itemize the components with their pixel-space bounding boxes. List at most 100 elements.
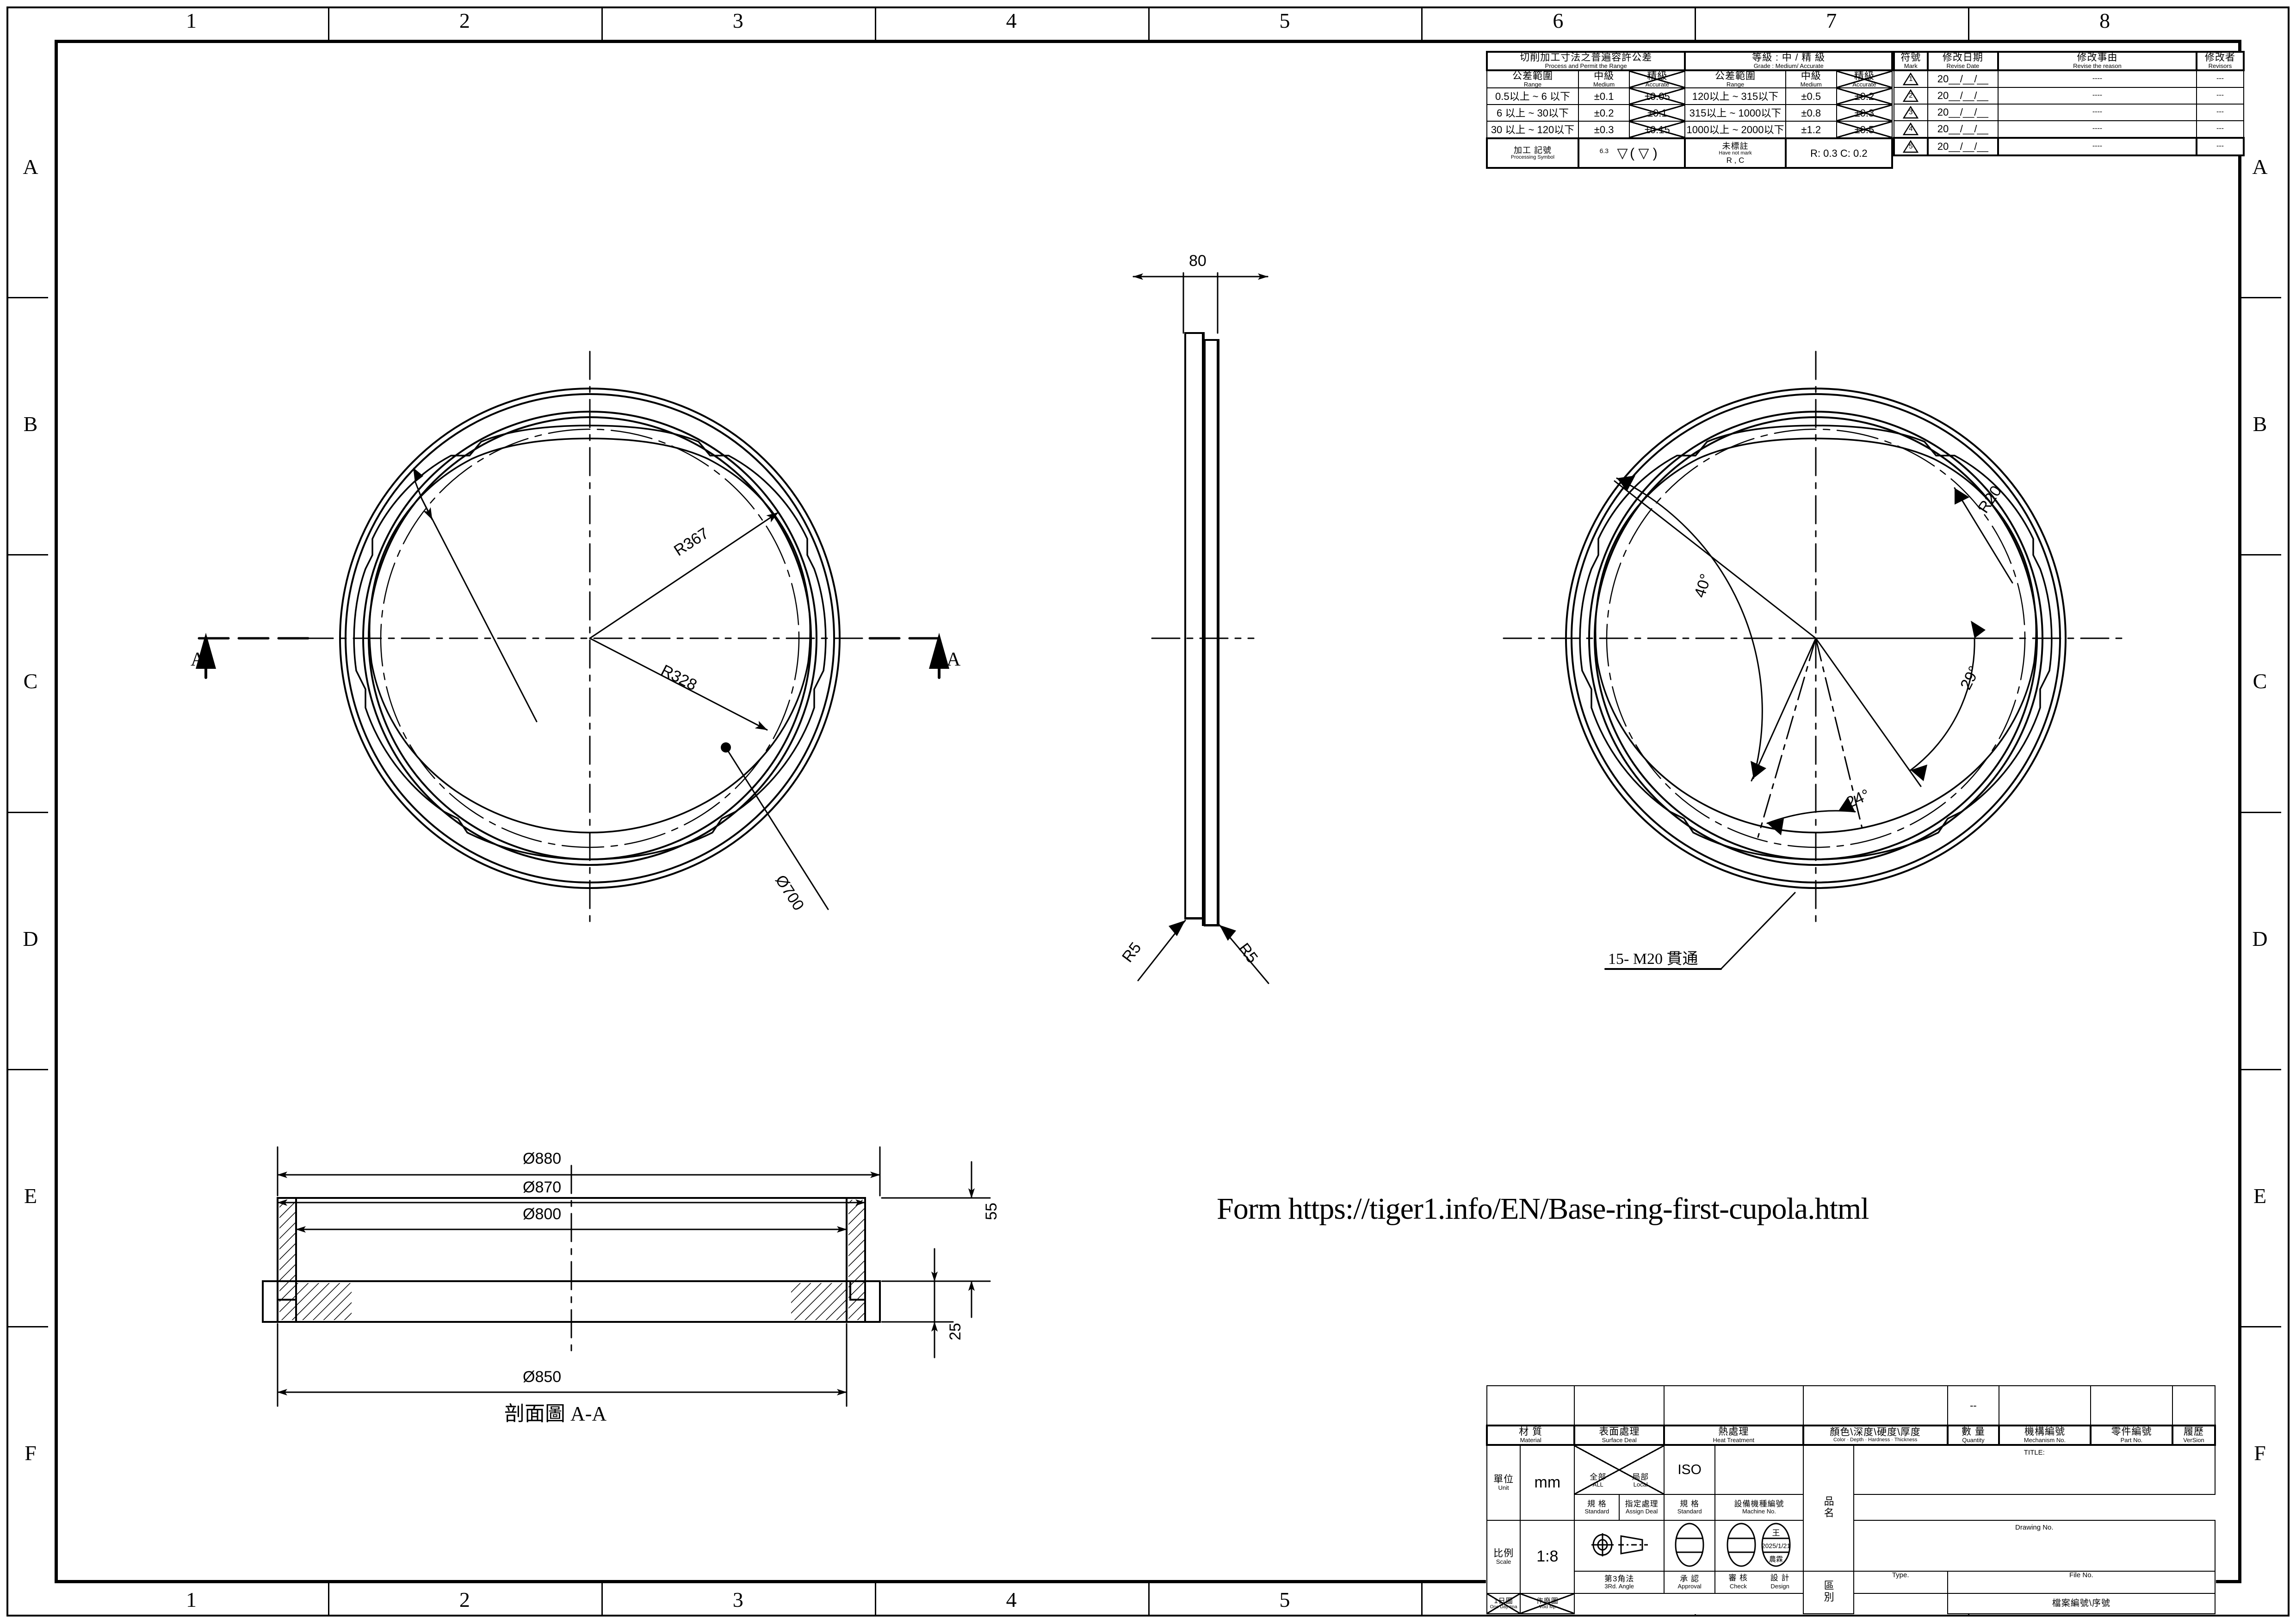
- tol-hdr-acc-en-r: Accurate: [1852, 80, 1876, 88]
- rev-reason-2: ----: [1998, 103, 2197, 121]
- tb-surface-en: Surface Deal: [1602, 1437, 1637, 1444]
- section-mark-label-right: A: [947, 649, 961, 670]
- rev-revisor-3: ---: [2196, 120, 2245, 138]
- rev-hdr-reason-cn: 修改事由: [2077, 52, 2118, 63]
- zone-tick-col: [1148, 1583, 1150, 1617]
- rev-reason-4: ----: [1997, 136, 2197, 156]
- zone-tick-col: [601, 6, 603, 40]
- zone-tick-col: [1695, 6, 1696, 40]
- tb-third-angle-cn: 第3角法: [1604, 1574, 1634, 1584]
- revision-table: 符號 Mark 修改日期 Revise Date 修改事由 Revise the…: [1893, 51, 2245, 156]
- rev-hdr-revisor-cn: 修改者: [2204, 52, 2235, 63]
- tb-standard2-cn: 規 格: [1680, 1500, 1700, 1509]
- zone-tick-row: [8, 811, 48, 813]
- tolerance-grade-en: Grade : Medium/ Accurate: [1753, 62, 1824, 70]
- note-15-m20: 15- M20 貫通: [1608, 950, 1698, 968]
- tb-surface-value: [1574, 1385, 1665, 1426]
- tol-range-l-1: 6 以上 ~ 30以下: [1486, 104, 1579, 122]
- tb-qty-en: Quantity: [1962, 1437, 1985, 1444]
- zone-row-E-right: E: [2253, 1184, 2267, 1208]
- tb-third-angle-en: 3Rd. Angle: [1604, 1583, 1634, 1590]
- zone-tick-row: [2241, 811, 2281, 813]
- tol-acc-l-1: ±0.1: [1647, 107, 1667, 119]
- tb-version-en: VerSion: [2183, 1437, 2204, 1444]
- tol-acc-l-0: ±0.05: [1644, 90, 1670, 102]
- zone-tick-row: [8, 554, 48, 556]
- tb-assign-cn: 指定處理: [1625, 1500, 1659, 1509]
- rev-mark-0: 1: [1894, 69, 1928, 88]
- tol-acc-r-0: ±0.2: [1854, 90, 1875, 102]
- tb-archive-cn: 檔案編號\序號: [2052, 1598, 2111, 1609]
- tolerance-title-cn: 切削加工寸法之普遍容許公差: [1520, 52, 1652, 63]
- tb-design-oval: 王 2025/1/21 農霖: [1714, 1520, 1804, 1572]
- zone-row-C-left: C: [23, 669, 38, 693]
- zone-row-B-left: B: [23, 412, 38, 436]
- zone-tick-col: [328, 1583, 329, 1617]
- rev-date-1: 20__/__/__: [1927, 86, 1999, 105]
- svg-text:王: 王: [1772, 1529, 1780, 1537]
- tb-unit-value: mm: [1520, 1444, 1575, 1521]
- tb-voidmp-cn: 作廢圖: [1536, 1597, 1559, 1605]
- proc-symbol-cn: 加工 記號: [1513, 146, 1552, 155]
- tb-surface-cn: 表面處理: [1599, 1426, 1640, 1438]
- tb-scale-cn: 比例: [1493, 1548, 1514, 1559]
- rev-date-3: 20__/__/__: [1927, 120, 1999, 138]
- zone-row-F-right: F: [2254, 1441, 2266, 1465]
- zone-col-5-bottom: 5: [1279, 1588, 1290, 1611]
- rev-mark-1: 2: [1894, 86, 1928, 105]
- tol-acc-l-2: ±0.15: [1644, 123, 1670, 136]
- proc-symbol-en: Processing Symbol: [1510, 154, 1555, 160]
- rc-values: R: 0.3 C: 0.2: [1784, 137, 1894, 169]
- dim-dia850: Ø850: [523, 1368, 562, 1386]
- tb-pinming-label: 品名: [1822, 1495, 1834, 1519]
- tb-third-angle-symbol: [1574, 1520, 1665, 1572]
- zone-row-F-left: F: [25, 1441, 37, 1465]
- tb-design-cn: 設 計: [1770, 1574, 1790, 1583]
- tb-machine-en: Machine No.: [1742, 1508, 1776, 1515]
- tb-unit-cn: 單位: [1493, 1474, 1514, 1485]
- tb-heat-cn: 熱處理: [1718, 1426, 1749, 1438]
- zone-row-A-left: A: [23, 155, 38, 179]
- rev-hdr-date-cn: 修改日期: [1942, 52, 1983, 63]
- zone-col-1-bottom: 1: [186, 1588, 197, 1611]
- dim-dia880: Ø880: [523, 1150, 562, 1167]
- rev-hdr-reason-en: Revise the reason: [2073, 62, 2122, 70]
- tb-version-cn: 履歷: [2183, 1426, 2204, 1438]
- tb-mech-en: Mechanism No.: [2024, 1437, 2066, 1444]
- rev-reason-0: ----: [1998, 69, 2197, 88]
- zone-col-1-top: 1: [186, 9, 197, 32]
- tb-color-value: [1802, 1385, 1948, 1426]
- zone-col-5-top: 5: [1279, 9, 1290, 32]
- zone-tick-col: [874, 6, 876, 40]
- tol-hdr-med-en-l: Medium: [1593, 80, 1615, 88]
- tb-oneday-en: One Day Ima: [1490, 1604, 1517, 1610]
- tb-check-en: Check: [1729, 1583, 1747, 1590]
- zone-row-B-right: B: [2253, 412, 2267, 436]
- rev-revisor-1: ---: [2196, 86, 2245, 105]
- tb-assign-en: Assign Deal: [1625, 1508, 1658, 1515]
- sheet-inner-border: [55, 40, 2241, 1583]
- tb-scale-en: Scale: [1496, 1558, 1511, 1566]
- tb-material-cn: 材 質: [1519, 1426, 1543, 1438]
- tol-hdr-range-en-r: Range: [1726, 80, 1745, 88]
- not-marked-en: Have not mark: [1719, 150, 1752, 156]
- tb-voidmp-en: Void Mp: [1539, 1604, 1556, 1610]
- tb-part-en: Part No.: [2120, 1437, 2143, 1444]
- tol-acc-r-2: ±0.5: [1854, 123, 1875, 136]
- zone-tick-row: [2241, 297, 2281, 299]
- tol-hdr-med-en-r: Medium: [1800, 80, 1822, 88]
- tolerance-grade-cn: 等級 : 中 / 精 級: [1752, 52, 1826, 63]
- zone-tick-col: [1421, 1583, 1423, 1617]
- zone-tick-col: [328, 6, 329, 40]
- tb-standard-value: ISO: [1663, 1444, 1716, 1495]
- tol-med-l-1: ±0.2: [1578, 104, 1630, 122]
- dim-dia870: Ø870: [523, 1179, 562, 1196]
- roughness-paren-icon: ( ▽ ): [1630, 145, 1658, 161]
- tol-med-l-0: ±0.1: [1578, 87, 1630, 105]
- zone-tick-row: [2241, 1068, 2281, 1070]
- rev-mark-4: 5: [1893, 136, 1929, 156]
- dim-dia800: Ø800: [523, 1205, 562, 1223]
- rev-date-4: 20__/__/__: [1926, 136, 1999, 156]
- tolerance-title-en: Process and Permit the Range: [1545, 62, 1627, 70]
- zone-row-C-right: C: [2253, 669, 2267, 693]
